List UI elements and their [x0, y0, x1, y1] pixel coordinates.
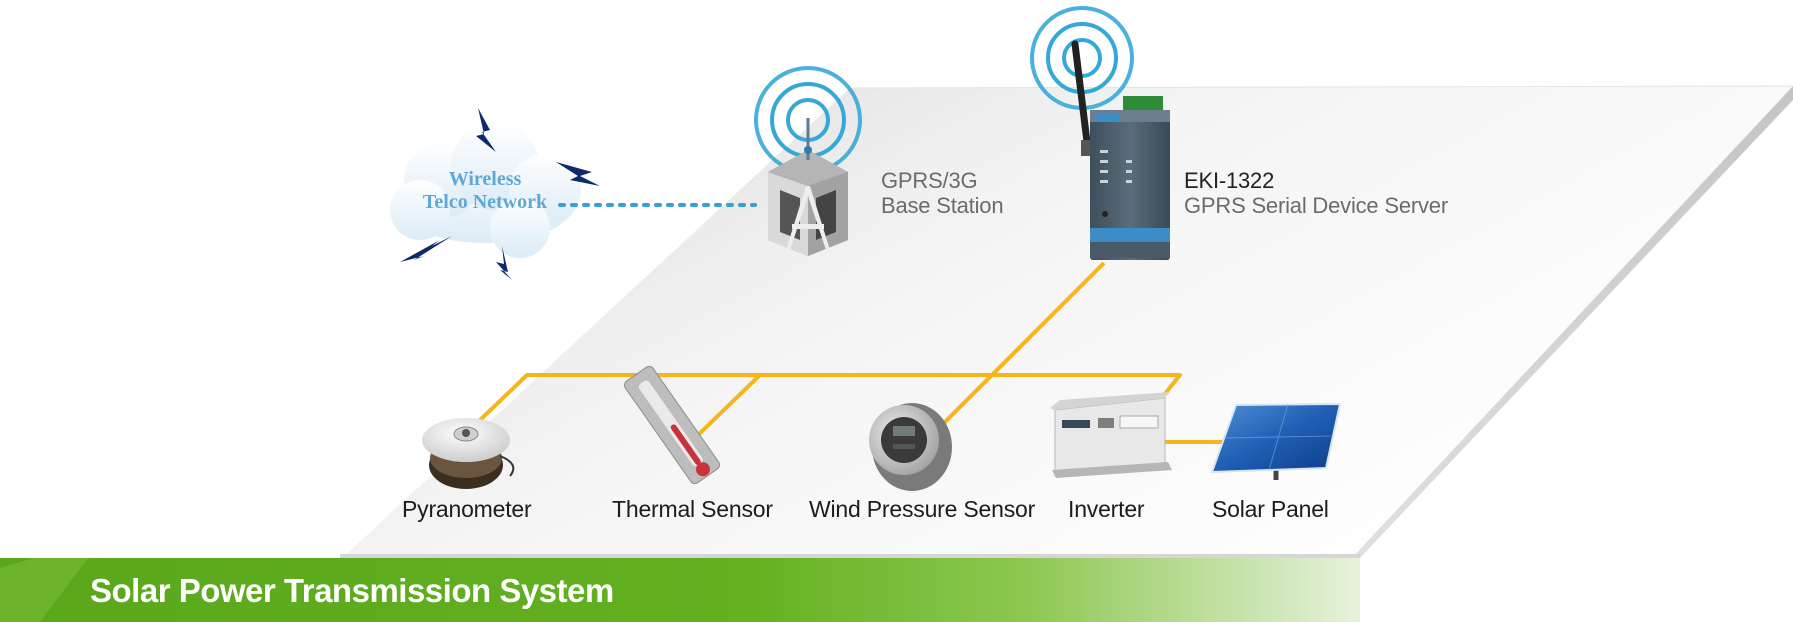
device-label: EKI-1322 GPRS Serial Device Server [1184, 168, 1448, 218]
base-station-label: GPRS/3G Base Station [881, 168, 1004, 218]
eki-1322-device-icon [1071, 40, 1170, 260]
base-station-label-line2: Base Station [881, 193, 1004, 218]
solar-panel-icon [1210, 402, 1342, 480]
solar-panel-label: Solar Panel [1212, 496, 1329, 522]
device-description: GPRS Serial Device Server [1184, 193, 1448, 218]
wind-pressure-sensor-icon [869, 403, 952, 491]
inverter-label: Inverter [1068, 496, 1145, 522]
wind-pressure-sensor-label: Wind Pressure Sensor [809, 496, 1036, 522]
cloud-label-line2: Telco Network [422, 191, 548, 213]
banner-title: Solar Power Transmission System [90, 572, 614, 609]
banner-accent [0, 558, 88, 622]
device-model: EKI-1322 [1184, 168, 1275, 193]
thermal-sensor-label: Thermal Sensor [612, 496, 773, 522]
inverter-icon [1050, 392, 1172, 478]
cloud-icon [390, 122, 581, 258]
pyranometer-label: Pyranometer [402, 496, 532, 522]
cloud-label-line1: Wireless [448, 168, 522, 190]
lightning-icons [400, 108, 600, 280]
base-station-label-line1: GPRS/3G [881, 168, 978, 193]
thermal-sensor-icon [623, 365, 721, 485]
cloud-label: Wireless Telco Network [400, 168, 570, 214]
pyranometer-icon [422, 418, 515, 489]
title-banner [0, 558, 1360, 622]
base-station-tower-icon [768, 118, 848, 256]
